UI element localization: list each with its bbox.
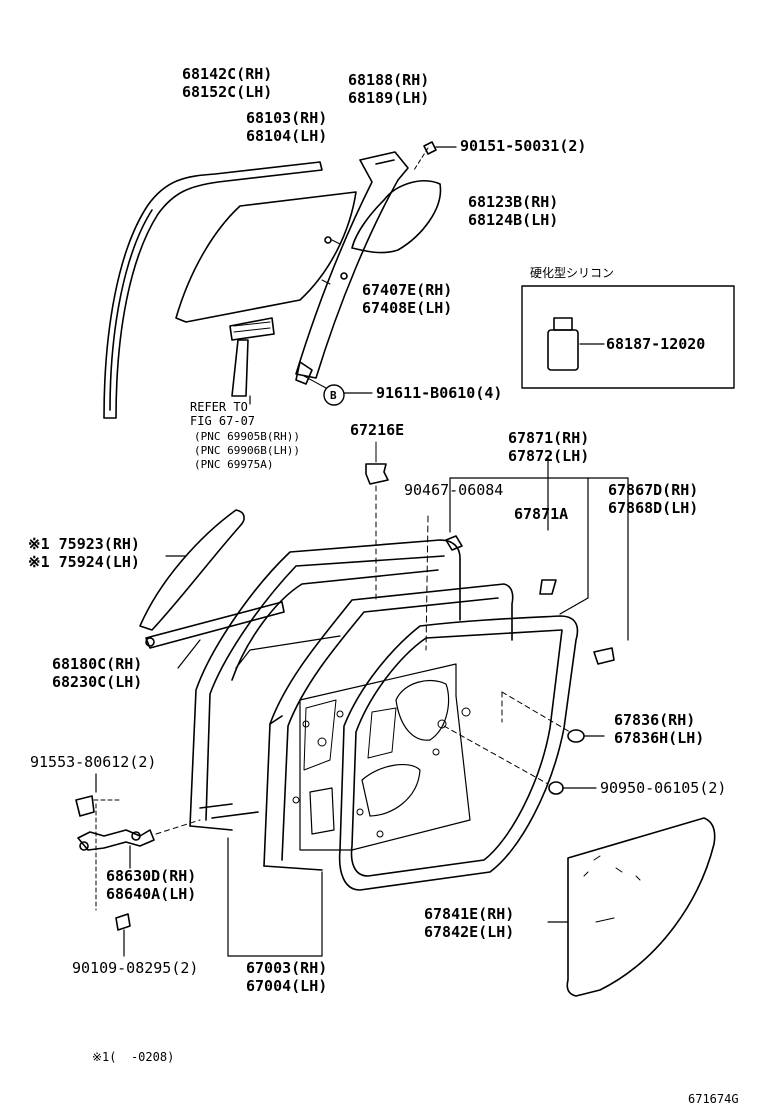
weatherstrip-bracket: [449, 455, 629, 641]
screw-top-drawing: [413, 141, 457, 171]
clip-label[interactable]: 67216E: [350, 421, 405, 439]
quarter-glass-lh-label[interactable]: 68124B(LH): [468, 211, 559, 229]
division-bar-drawing: [295, 151, 409, 385]
refer-line1: REFER TO: [190, 400, 248, 414]
weatherstrip-clip-label[interactable]: 67871A: [514, 505, 569, 523]
door-inner-drawing: [263, 583, 514, 871]
door-panel-rh-label[interactable]: 67003(RH): [246, 959, 328, 977]
silicone-title: 硬化型シリコン: [530, 266, 615, 280]
door-glass-lh-label[interactable]: 68104(LH): [246, 127, 328, 145]
service-hole-cover-drawing: [443, 691, 605, 795]
garnish-drawing: [139, 509, 245, 631]
refer-pnc1: (PNC 69905B(RH)): [194, 430, 300, 443]
trim-board-drawing: [547, 817, 716, 997]
refer-line2[interactable]: FIG 67-07: [190, 414, 256, 428]
screw-top-label[interactable]: 90151-50031(2): [460, 137, 587, 155]
service-hole-cover-lh-label[interactable]: 67836H(LH): [614, 729, 705, 747]
hinge-bolt-label[interactable]: 91553-80612(2): [30, 753, 157, 771]
footnote: ※1( -0208): [92, 1050, 175, 1064]
division-bar-rh-label[interactable]: 68188(RH): [348, 71, 430, 89]
glass-run-rh-label[interactable]: 68142C(RH): [182, 65, 273, 83]
division-bar-lh-label[interactable]: 68189(LH): [348, 89, 430, 107]
weatherstrip-side-drawing: [593, 647, 615, 665]
check-drawing: [75, 773, 201, 957]
check-lh-label[interactable]: 68640A(LH): [106, 885, 197, 903]
refer-pnc3: (PNC 69975A): [194, 458, 274, 471]
weatherstrip-side-rh-label[interactable]: 67867D(RH): [608, 481, 699, 499]
clip-drawing: [365, 441, 389, 601]
weatherstrip-rh-label[interactable]: 67871(RH): [508, 429, 590, 447]
bolt-b-part-label[interactable]: 91611-B0610(4): [376, 384, 503, 402]
garnish-rh-label[interactable]: ※1 75923(RH): [28, 535, 140, 553]
check-rh-label[interactable]: 68630D(RH): [106, 867, 197, 885]
belt-moulding-lh-label[interactable]: 68230C(LH): [52, 673, 143, 691]
run-channel-lh-label[interactable]: 67408E(LH): [362, 299, 453, 317]
door-glass-rh-label[interactable]: 68103(RH): [246, 109, 328, 127]
bolt-b-marker: B: [330, 389, 337, 402]
door-trim-drawing: [338, 615, 579, 891]
figure-id: 671674G: [688, 1092, 739, 1106]
belt-moulding-rh-label[interactable]: 68180C(RH): [52, 655, 143, 673]
garnish-lh-label[interactable]: ※1 75924(LH): [28, 553, 140, 571]
silicone-box-drawing: [521, 285, 735, 389]
service-hole-cover-rh-label[interactable]: 67836(RH): [614, 711, 696, 729]
door-outer-drawing: [189, 539, 461, 831]
weatherstrip-side-lh-label[interactable]: 67868D(LH): [608, 499, 699, 517]
door-panel-bracket: [227, 837, 323, 957]
bolt-b-drawing: [303, 375, 373, 406]
quarter-glass-rh-label[interactable]: 68123B(RH): [468, 193, 559, 211]
refer-pnc2: (PNC 69906B(LH)): [194, 444, 300, 457]
weatherstrip-clip-drawing: [539, 579, 557, 595]
glass-run-drawing: [103, 161, 323, 419]
run-channel-rh-label[interactable]: 67407E(RH): [362, 281, 453, 299]
quarter-glass-drawing: [351, 180, 442, 254]
screw-bottom-label[interactable]: 90109-08295(2): [72, 959, 199, 977]
weatherstrip-lh-label[interactable]: 67872(LH): [508, 447, 590, 465]
clip-nut-label[interactable]: 90467-06084: [404, 481, 504, 499]
cover-lh-label[interactable]: 67842E(LH): [424, 923, 515, 941]
door-glass-drawing: [175, 191, 357, 397]
plug-label[interactable]: 90950-06105(2): [600, 779, 727, 797]
silicone-part-label[interactable]: 68187-12020: [606, 335, 706, 353]
belt-moulding-drawing: [145, 601, 285, 669]
glass-run-lh-label[interactable]: 68152C(LH): [182, 83, 273, 101]
clip-nut-drawing: [445, 535, 463, 551]
door-panel-lh-label[interactable]: 67004(LH): [246, 977, 328, 995]
cover-rh-label[interactable]: 67841E(RH): [424, 905, 515, 923]
